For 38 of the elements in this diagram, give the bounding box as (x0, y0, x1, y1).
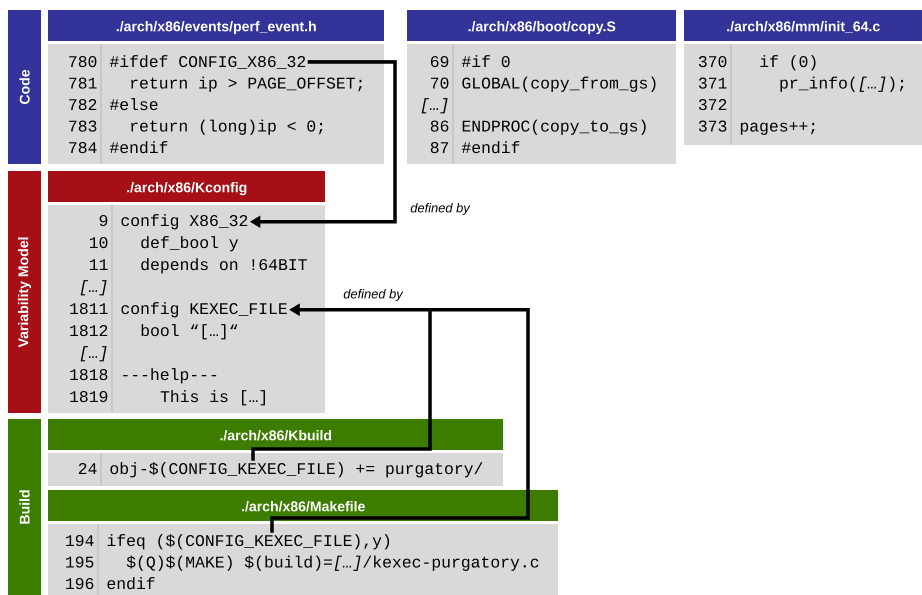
node-label: ./arch/x86/events/perf_event.h (116, 21, 316, 34)
code-line: 782 #else (69, 98, 158, 110)
code-line: […] (80, 346, 107, 362)
code-line: 11 depends on !64BIT (90, 258, 307, 274)
code-line: 70 GLOBAL(copy_from_gs) (431, 76, 656, 92)
code-line: 783 return (long)ip < 0; (69, 120, 322, 135)
code-line: […] (80, 280, 107, 296)
section-label-bar: Variability Model (8, 171, 41, 413)
code-line: 780 #ifdef CONFIG_X86_32 (69, 55, 306, 69)
code-line: 24 obj-$(CONFIG_KEXEC_FILE) += purgatory/ (78, 462, 482, 478)
code-line: 1811 config KEXEC_FILE (70, 302, 287, 318)
code-line: 781 return ip > PAGE_OFFSET; (69, 76, 362, 92)
code-line: 371 pr_info([…]); (698, 76, 904, 92)
node-label: ./arch/x86/mm/init_64.c (727, 21, 880, 33)
node-label: ./arch/x86/Kbuild (220, 430, 332, 441)
code-line: 784 #endif (69, 141, 168, 154)
code-line: 10 def_bool y (90, 236, 238, 252)
code-line: 1819 This is […] (70, 390, 265, 406)
node-label: ./arch/x86/Makefile (242, 501, 365, 512)
node-label: ./arch/x86/boot/copy.S (468, 21, 616, 34)
code-line: 1812 bool “[…]“ (70, 324, 238, 340)
code-line: 372 (698, 99, 726, 110)
section-label-bar: Code (8, 10, 41, 164)
code-line: 1818 ---help--- (70, 368, 216, 384)
code-line: 194 ifeq ($(CONFIG_KEXEC_FILE),y) (66, 534, 390, 550)
node-label: ./arch/x86/Kconfig (127, 182, 246, 196)
code-line: 9 config X86_32 (100, 214, 248, 230)
code-line: 86 ENDPROC(copy_to_gs) (430, 120, 646, 135)
code-line: 87 #endif (430, 141, 520, 154)
code-line: 370 if (0) (698, 55, 816, 70)
code-line: 373 pages++; (698, 120, 815, 135)
edge-label: defined by (410, 203, 470, 215)
code-line: 196 endif (66, 577, 155, 590)
code-line: 195 $(Q)$(MAKE) $(build)=[…]/kexec-purgatory.c (66, 556, 538, 571)
edge-label: defined by (344, 289, 404, 301)
code-line: 69 #if 0 (430, 55, 510, 68)
code-line: […] (422, 98, 448, 114)
section-label-bar: Build (8, 419, 41, 595)
